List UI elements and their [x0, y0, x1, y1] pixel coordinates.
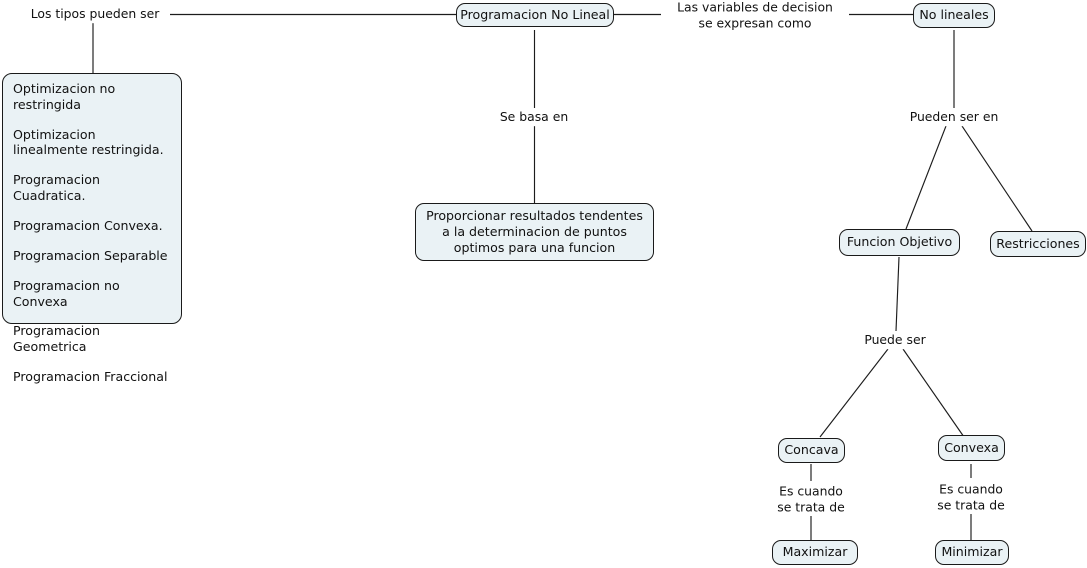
- list-item: Programacion Fraccional: [13, 369, 168, 385]
- edge-label-es-cuando-der-line2: se trata de: [937, 497, 1005, 512]
- edge-puedenser-to-funcion: [905, 125, 947, 230]
- node-concava[interactable]: Concava: [778, 438, 845, 463]
- list-item: Optimizacion linealmente restringida.: [13, 126, 164, 158]
- node-restricciones[interactable]: Restricciones: [990, 231, 1086, 257]
- edge-label-los-tipos-pueden-ser: Los tipos pueden ser: [26, 5, 164, 23]
- edge-label-es-cuando-izq-line2: se trata de: [777, 499, 845, 514]
- edge-label-variables-de-decision: Las variables de decision se expresan co…: [661, 0, 849, 32]
- list-item: Programacion Separable: [13, 247, 168, 263]
- node-proporcionar-resultados[interactable]: Proporcionar resultados tendentes a la d…: [415, 203, 654, 261]
- edge-label-es-cuando-izq-line1: Es cuando: [779, 483, 843, 499]
- edge-label-es-cuando-se-trata-de-izquierda: Es cuando se trata de: [752, 482, 870, 516]
- edge-label-variables-line2: se expresan como: [698, 15, 812, 30]
- edge-label-es-cuando-se-trata-de-derecha: Es cuando se trata de: [912, 480, 1030, 514]
- edge-label-variables-line1: Las variables de decision: [677, 0, 833, 15]
- edge-label-pueden-ser-en: Pueden ser en: [905, 108, 1003, 126]
- edge-label-puede-ser: Puede ser: [860, 331, 930, 349]
- list-item: Optimizacion no restringida: [13, 81, 116, 112]
- list-item: Programacion Cuadratica.: [13, 172, 100, 204]
- node-maximizar[interactable]: Maximizar: [772, 540, 858, 565]
- node-convexa[interactable]: Convexa: [938, 435, 1005, 461]
- edge-label-es-cuando-der-line1: Es cuando: [939, 481, 1003, 497]
- list-item: Programacion Convexa.: [13, 217, 163, 233]
- node-programacion-no-lineal[interactable]: Programacion No Lineal: [456, 3, 614, 27]
- node-no-lineales[interactable]: No lineales: [913, 3, 995, 28]
- node-funcion-objetivo[interactable]: Funcion Objetivo: [839, 229, 960, 256]
- list-item: Programacion Geometrica: [13, 323, 100, 355]
- edge-funcion-to-puedeser: [895, 256, 900, 332]
- edge-label-se-basa-en: Se basa en: [495, 108, 573, 126]
- edge-puedeser-to-concava: [819, 348, 889, 438]
- node-minimizar[interactable]: Minimizar: [935, 540, 1009, 565]
- list-item: Programacion no Convexa: [13, 277, 120, 309]
- edge-puedeser-to-convexa: [902, 348, 965, 438]
- node-tipos-list[interactable]: Optimizacion no restringida Optimizacion…: [2, 73, 182, 384]
- edge-puedenser-to-restricciones: [961, 125, 1033, 232]
